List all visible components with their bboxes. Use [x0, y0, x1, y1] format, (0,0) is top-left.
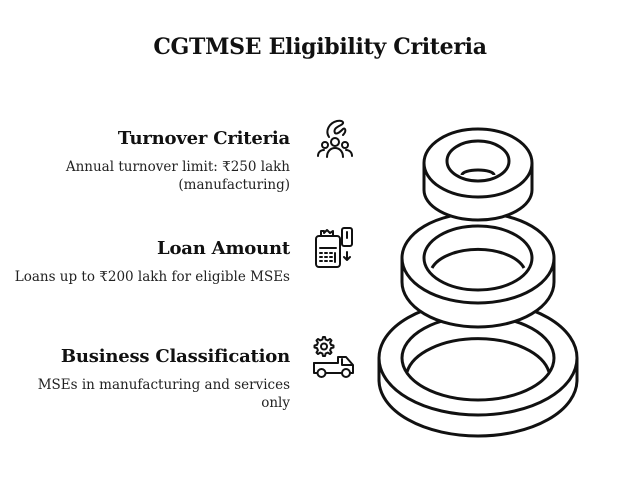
- item-description-line: Loans up to ₹200 lakh for eligible MSEs: [14, 269, 290, 285]
- payment-terminal-card-icon: [312, 226, 356, 270]
- item-description: MSEs in manufacturing and services only: [38, 376, 290, 412]
- item-description-line: only: [261, 395, 290, 411]
- item-description-line: Annual turnover limit: ₹250 lakh: [65, 159, 290, 175]
- stacked-rings-graphic: [370, 115, 600, 449]
- criteria-item-turnover: Turnover Criteria Annual turnover limit:…: [66, 128, 290, 194]
- people-hand-icon: [313, 117, 357, 161]
- page-title: CGTMSE Eligibility Criteria: [153, 34, 487, 60]
- ring-bottom: [377, 299, 579, 438]
- ring-middle: [400, 211, 556, 329]
- item-description-line: (manufacturing): [178, 177, 290, 193]
- criteria-item-business-classification: Business Classification MSEs in manufact…: [38, 346, 290, 412]
- gear-truck-icon: [312, 335, 356, 379]
- item-heading: Loan Amount: [157, 238, 290, 259]
- item-heading: Turnover Criteria: [117, 128, 290, 149]
- item-heading: Business Classification: [60, 346, 290, 367]
- criteria-item-loan-amount: Loan Amount Loans up to ₹200 lakh for el…: [15, 238, 290, 286]
- item-description: Annual turnover limit: ₹250 lakh (manufa…: [66, 158, 290, 194]
- item-description: Loans up to ₹200 lakh for eligible MSEs: [15, 268, 290, 286]
- ring-top: [422, 127, 534, 222]
- item-description-line: MSEs in manufacturing and services: [37, 377, 290, 393]
